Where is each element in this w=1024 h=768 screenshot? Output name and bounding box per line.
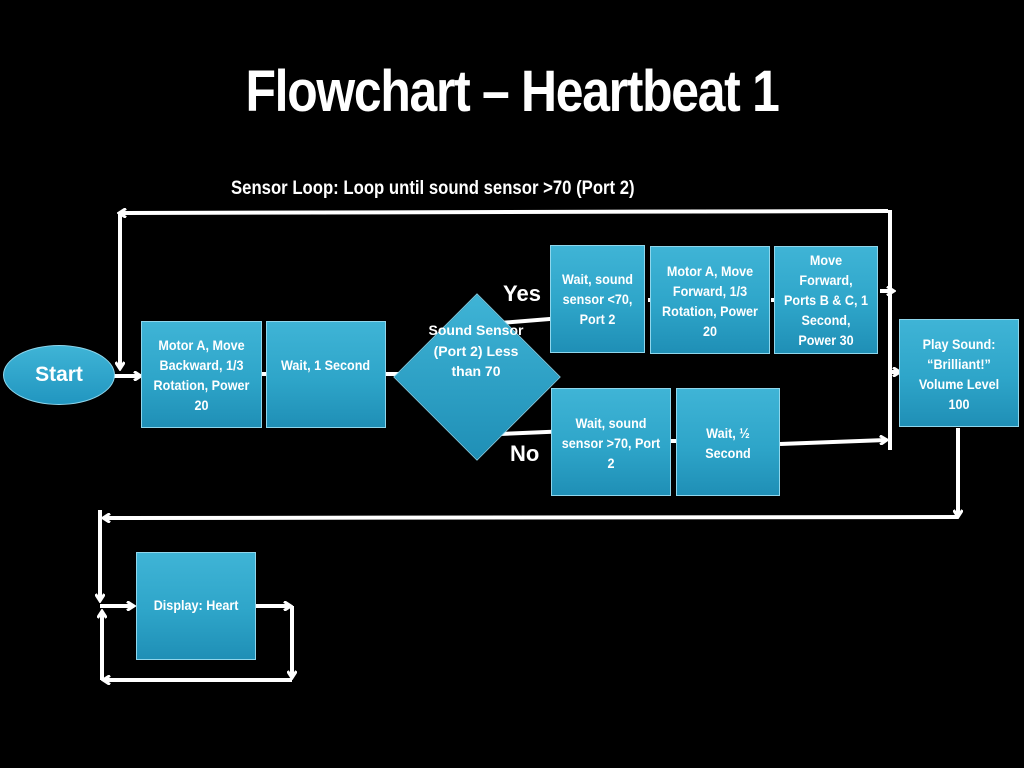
play-sound-box: Play Sound: “Brilliant!” Volume Level 10… [899, 319, 1019, 427]
no-label: No [510, 441, 540, 466]
play-sound-text: Play Sound: “Brilliant!” Volume Level 10… [918, 336, 1000, 412]
loop-top-line [120, 211, 889, 213]
display-heart-box: Display: Heart [136, 552, 256, 660]
motor-backward-text: Motor A, Move Backward, 1/3 Rotation, Po… [153, 336, 250, 413]
move-forward-text: Move Forward, Ports B & C, 1 Second, Pow… [783, 252, 869, 348]
sensor-loop-label: Sensor Loop: Loop until sound sensor >70… [231, 178, 635, 199]
wait-lt70-box: Wait, sound sensor <70, Port 2 [550, 245, 645, 353]
bottom-return-line [104, 517, 959, 518]
wait-1s-text: Wait, 1 Second [281, 357, 371, 373]
arrow-half-loop [779, 440, 886, 446]
motor-forward-box: Motor A, Move Forward, 1/3 Rotation, Pow… [650, 246, 770, 354]
wait-1s-box: Wait, 1 Second [266, 321, 386, 428]
yes-label: Yes [503, 281, 541, 306]
motor-backward-box: Motor A, Move Backward, 1/3 Rotation, Po… [141, 321, 262, 428]
display-heart-text: Display: Heart [153, 597, 239, 613]
move-forward-box: Move Forward, Ports B & C, 1 Second, Pow… [774, 246, 878, 354]
wait-gt70-text: Wait, sound sensor >70, Port 2 [561, 415, 661, 471]
wait-lt70-text: Wait, sound sensor <70, Port 2 [562, 271, 633, 327]
wait-gt70-box: Wait, sound sensor >70, Port 2 [551, 388, 671, 496]
slide-title: Flowchart – Heartbeat 1 [245, 59, 779, 124]
motor-forward-text: Motor A, Move Forward, 1/3 Rotation, Pow… [662, 263, 758, 339]
decision-text: Sound Sensor (Port 2) Less than 70 [428, 322, 524, 379]
wait-half-text: Wait, ½ Second [705, 425, 751, 461]
start-node: Start [3, 345, 115, 405]
wait-half-box: Wait, ½ Second [676, 388, 780, 496]
